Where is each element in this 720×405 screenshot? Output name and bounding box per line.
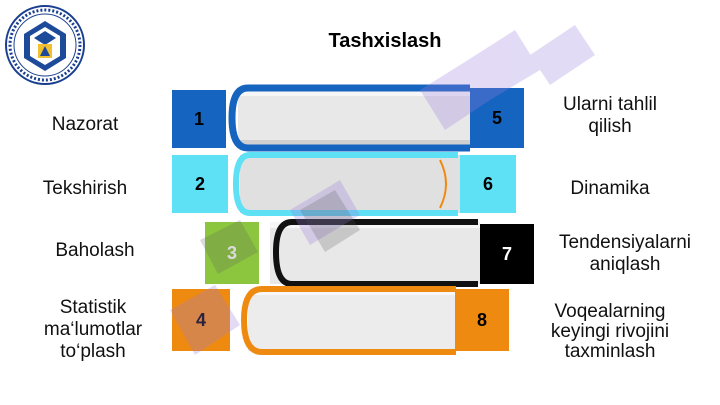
- label-dinamika: Dinamika: [570, 178, 650, 199]
- label-baholash: Baholash: [55, 240, 135, 261]
- book-1: [228, 84, 470, 152]
- label-nazorat: Nazorat: [51, 114, 119, 135]
- number-box-4: 4: [172, 289, 230, 351]
- label-tekshirish: Tekshirish: [42, 178, 128, 199]
- number-box-7: 7: [480, 224, 534, 284]
- book-3: [270, 219, 480, 287]
- number-box-6: 6: [460, 155, 516, 213]
- book-4: [240, 286, 458, 355]
- number-box-5: 5: [470, 88, 524, 148]
- university-emblem-icon: [5, 5, 85, 85]
- page-title: Tashxislash: [328, 30, 442, 52]
- number-box-8: 8: [455, 289, 509, 351]
- label-statistik: Statistik ma‘lumotlar to‘plash: [43, 297, 143, 362]
- number-box-1: 1: [172, 90, 226, 148]
- label-voqea: Voqealarning keyingi rivojini taxminlash: [550, 301, 670, 362]
- number-box-3: 3: [205, 222, 259, 284]
- label-tahlil: Ularni tahlil qilish: [563, 94, 657, 137]
- number-box-2: 2: [172, 155, 228, 213]
- book-2: [232, 152, 460, 216]
- label-tendensiya: Tendensiyalarni aniqlash: [558, 232, 692, 275]
